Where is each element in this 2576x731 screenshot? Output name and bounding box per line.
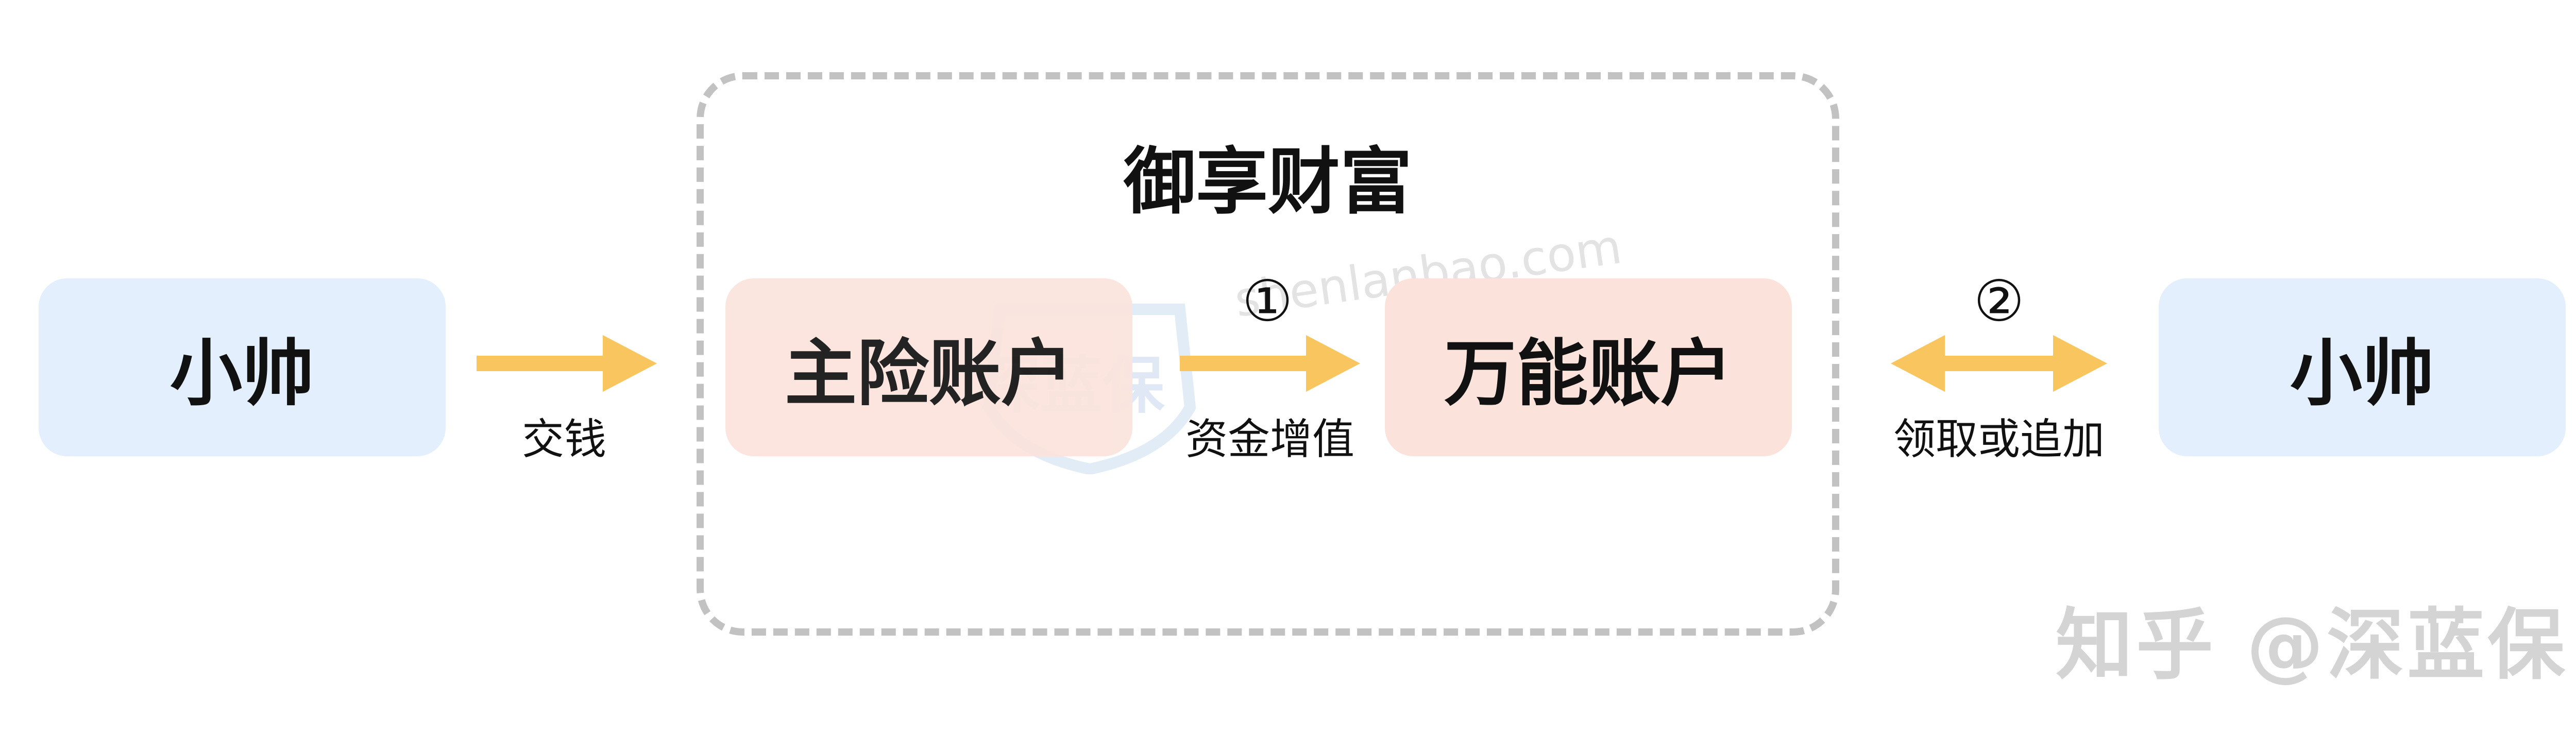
left-person-label: 小帅 [170,331,314,416]
product-title: 御享财富 [1123,140,1412,224]
universal-account-box: 万能账户 [1385,278,1792,456]
pay-label: 交钱 [521,415,606,464]
step2-marker: ② [1973,268,2025,334]
platform-credit-watermark: 知乎 @深蓝保 [2056,601,2568,690]
right-person-label: 小帅 [2290,331,2434,416]
main-insurance-account-label: 主险账户 [784,331,1073,416]
pay-arrow [477,335,657,392]
main-insurance-account-box: 主险账户 [725,278,1132,456]
value-growth-label: 资金增值 [1185,415,1354,464]
step1-marker: ① [1242,268,1293,334]
right-person-box: 小帅 [2159,278,2566,456]
withdraw-or-add-arrow [1891,335,2107,392]
left-person-box: 小帅 [39,278,446,456]
universal-account-label: 万能账户 [1444,331,1733,416]
product-group-container [697,72,1839,636]
value-growth-arrow [1180,335,1360,392]
withdraw-or-add-label: 领取或追加 [1893,415,2105,464]
